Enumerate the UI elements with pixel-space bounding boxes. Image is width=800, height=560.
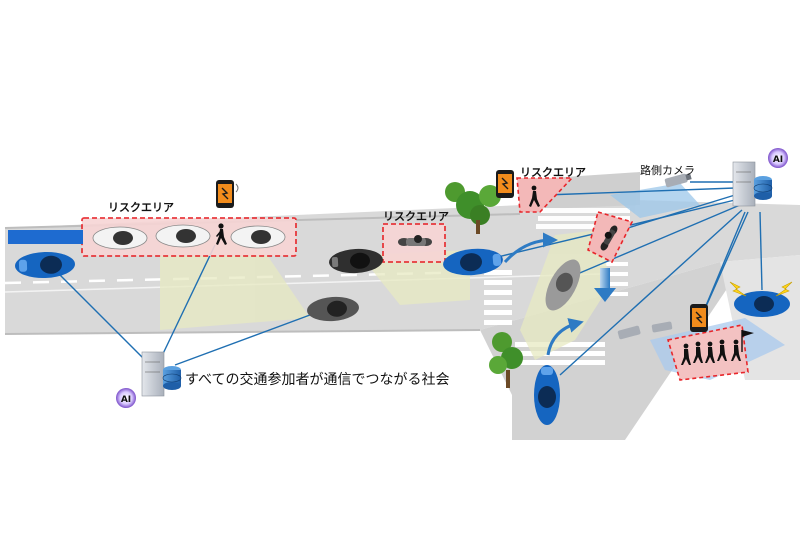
grey-car-turning [545,259,581,311]
blue-car-bottom [534,365,560,425]
sensing-zone-center [360,250,470,305]
white-car-1 [92,226,148,250]
camera-icon-2 [617,321,673,340]
risk-area-3-label: リスクエリア [520,166,586,179]
roadside-camera-label: 路側カメラ [640,164,695,177]
risk-area-1-label: リスクエリア [108,201,174,214]
tree-icon-lower [489,332,523,388]
server-icon-right [732,161,773,207]
dark-car-center [329,248,383,274]
pedestrian-icon [216,223,227,245]
risk-area-2-label: リスクエリア [383,210,449,223]
warning-lightning-icon [729,281,793,297]
ai-badge-right-text: AI [773,155,783,165]
down-arrow [594,268,616,302]
caption: すべての交通参加者が通信でつながる社会 [185,371,449,388]
blue-car-left [15,251,75,279]
motorcycle-intersection-icon [600,225,618,251]
ai-badge-icon-right: AI [768,148,788,168]
ai-badge-icon-left: AI [116,388,136,408]
server-icon-left [141,351,182,397]
camera-icon [664,173,692,188]
tree-icon [445,182,501,234]
blue-vehicle-edge [8,230,83,244]
turn-arrow-2 [546,318,584,356]
smartphone-icon [216,180,239,208]
flag-icon [741,330,754,352]
white-car-2 [155,224,211,248]
white-car-3 [230,225,286,249]
smartphone-icon-3 [690,304,708,332]
smartphone-icon-2 [496,170,514,198]
ai-badge-left-text: AI [121,395,131,405]
crosswalk-upper [536,208,630,229]
motorcycle-icon [398,235,432,246]
blue-car-center [443,248,503,276]
crosswalk-left [484,270,512,325]
pedestrian-icon-2 [529,185,540,207]
blue-car-right [734,291,790,317]
risk-area-3: リスクエリア [516,166,586,213]
turn-arrow-1 [503,232,558,264]
dark-car-lower [307,296,359,322]
connection-lines [59,181,763,376]
crosswalk-right [600,262,628,296]
pedestrian-group-icon [681,339,741,365]
